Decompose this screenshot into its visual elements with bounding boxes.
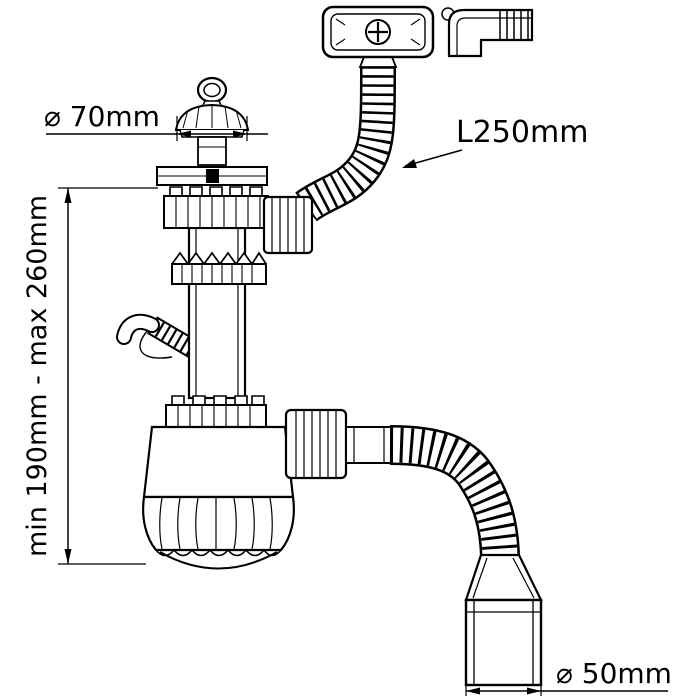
dimension-outlet-diameter: ⌀ 50mm [465, 657, 672, 696]
arrowhead-icon [177, 130, 191, 138]
height-range-label: min 190mm - max 260mm [22, 195, 53, 557]
overflow-screw-icon [365, 19, 391, 45]
outlet-pipe [464, 598, 543, 687]
overflow-plate [321, 5, 435, 68]
outlet-taper [464, 553, 543, 602]
arrowhead-icon [64, 188, 72, 203]
locknut-bottom [165, 395, 267, 428]
outlet-pipe-stub [345, 426, 393, 464]
arrowhead-icon [402, 159, 417, 168]
dimension-strainer-diameter: ⌀ 70mm [44, 100, 268, 141]
arrowhead-icon [233, 130, 247, 138]
strainer-diameter-label: ⌀ 70mm [44, 100, 160, 133]
outlet-hose-corrugated [389, 425, 520, 557]
overflow-elbow-fitting [441, 7, 534, 58]
locknut-middle [171, 251, 267, 285]
locknut-top [163, 186, 269, 229]
drain-strainer [156, 76, 268, 186]
arrowhead-icon [466, 687, 480, 695]
label-hose-length: L250mm [402, 115, 588, 168]
overflow-hose-corrugated [295, 65, 396, 222]
outlet-diameter-label: ⌀ 50mm [556, 657, 672, 690]
side-spout [116, 313, 204, 361]
hose-length-label: L250mm [456, 115, 588, 150]
arrowhead-icon [64, 549, 72, 564]
outlet-nut [284, 408, 348, 480]
trap-cup [142, 425, 295, 570]
gasket-section [206, 169, 219, 183]
dimension-height: min 190mm - max 260mm [22, 187, 158, 565]
trap-scalloped-skirt [155, 548, 282, 557]
trap-dome-bottom [159, 551, 278, 570]
overflow-branch-nut [262, 195, 314, 255]
arrowhead-icon [527, 687, 541, 695]
